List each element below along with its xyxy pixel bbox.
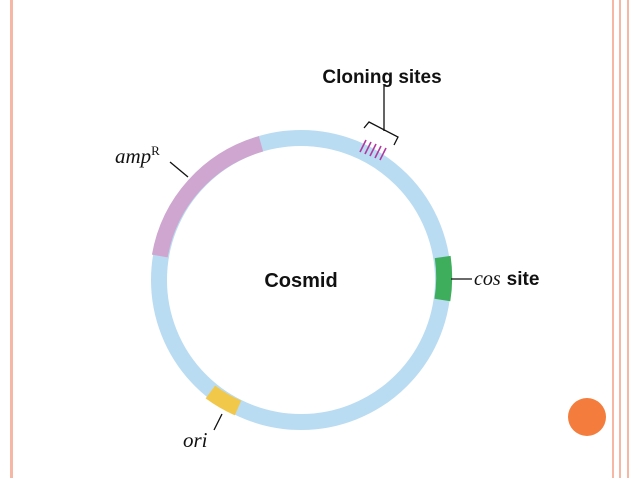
cloning-sites-marks bbox=[359, 139, 387, 161]
frame-line-2 bbox=[612, 0, 614, 478]
amp-leader-line bbox=[169, 161, 189, 178]
cos-site-segment bbox=[434, 255, 453, 302]
frame-line-1 bbox=[10, 0, 13, 478]
frame-line-3 bbox=[619, 0, 621, 478]
amp-resistance-segment bbox=[151, 136, 264, 258]
cloning-sites-bracket bbox=[363, 86, 399, 146]
ori-label: ori bbox=[183, 428, 208, 452]
amp-label: ampR bbox=[115, 143, 160, 168]
frame-line-4 bbox=[627, 0, 629, 478]
amp-superscript: R bbox=[151, 143, 160, 158]
cloning-sites-label: Cloning sites bbox=[322, 67, 441, 88]
accent-dot bbox=[568, 398, 606, 436]
ori-segment bbox=[205, 385, 242, 416]
center-label: Cosmid bbox=[264, 270, 337, 292]
ori-leader-line bbox=[213, 413, 223, 431]
